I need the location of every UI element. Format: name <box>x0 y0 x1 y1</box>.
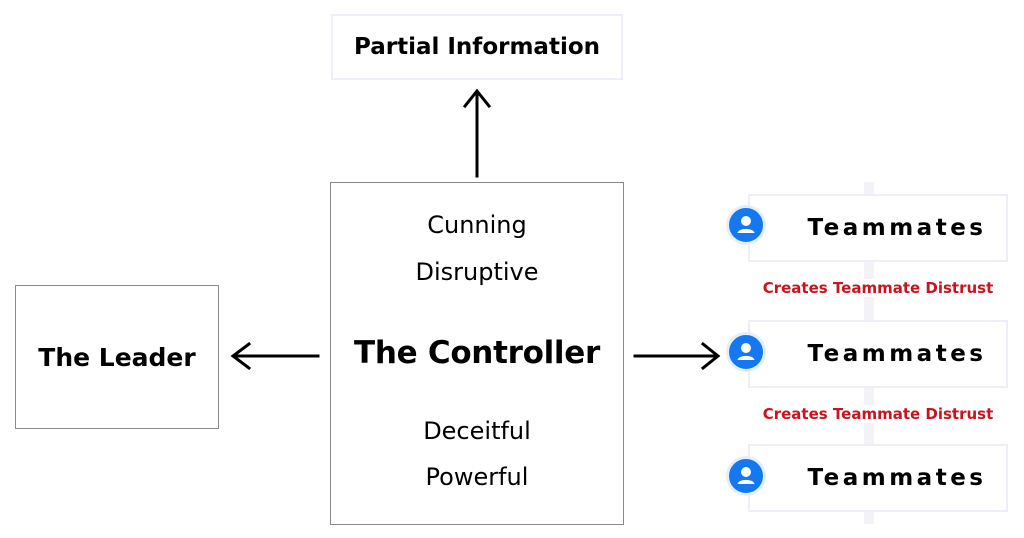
teammate-card: Teammates <box>748 320 1008 388</box>
arrow-right-icon <box>633 341 721 371</box>
trait-disruptive: Disruptive <box>415 258 539 286</box>
partial-information-box: Partial Information <box>331 14 623 80</box>
distrust-label: Creates Teammate Distrust <box>740 405 1016 423</box>
controller-box: Cunning Disruptive The Controller Deceit… <box>330 182 624 525</box>
teammate-label: Teammates <box>807 465 987 491</box>
teammate-card: Teammates <box>748 194 1008 262</box>
distrust-label: Creates Teammate Distrust <box>740 279 1016 297</box>
trait-deceitful: Deceitful <box>423 417 531 445</box>
arrow-left-icon <box>230 341 320 371</box>
trait-powerful: Powerful <box>425 463 529 491</box>
user-icon <box>726 205 766 245</box>
teammate-label: Teammates <box>807 215 987 241</box>
teammate-card: Teammates <box>748 444 1008 512</box>
user-icon <box>726 332 766 372</box>
leader-box: The Leader <box>15 285 219 429</box>
teammate-label: Teammates <box>807 341 987 367</box>
partial-information-label: Partial Information <box>353 34 600 60</box>
user-icon <box>726 456 766 496</box>
controller-title: The Controller <box>354 335 600 371</box>
leader-label: The Leader <box>38 342 196 372</box>
arrow-up-icon <box>462 88 492 178</box>
trait-cunning: Cunning <box>427 211 527 239</box>
